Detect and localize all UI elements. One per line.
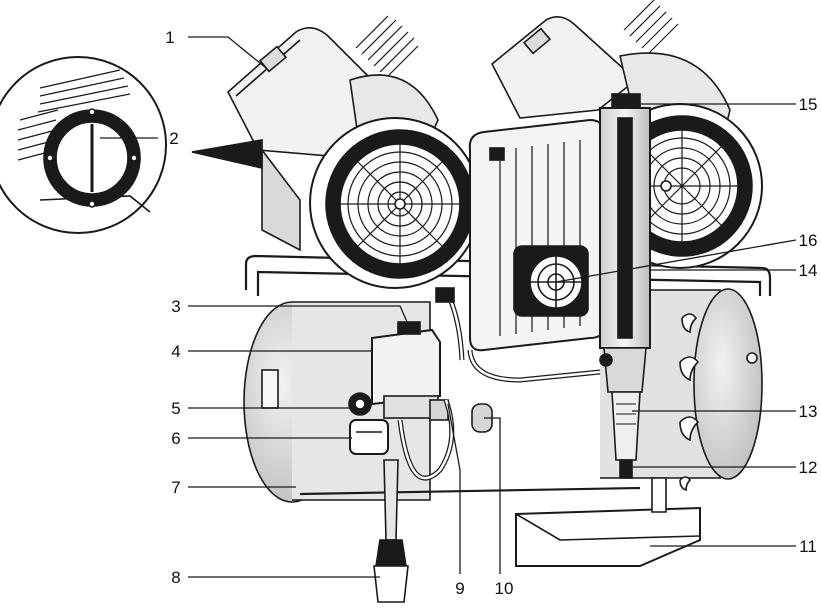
detail-magnifier: [0, 56, 263, 234]
callout-14: 14: [799, 261, 818, 280]
callout-5: 5: [171, 399, 180, 418]
callout-12: 12: [799, 458, 818, 477]
drain-assembly: [373, 459, 409, 603]
callout-3: 3: [171, 297, 180, 316]
callout-11: 11: [799, 537, 817, 556]
compressor-head-left: [227, 15, 481, 289]
cooling-fins-right: [623, 0, 679, 55]
dryer-fan-window: [513, 245, 589, 317]
callout-8: 8: [171, 568, 180, 587]
leader-10: [484, 417, 501, 574]
callout-2: 2: [169, 129, 178, 148]
filter-column: [599, 93, 651, 479]
leader-9: [447, 403, 461, 574]
pressure-gauge: [349, 419, 389, 455]
check-valve: [435, 287, 493, 433]
callout-7: 7: [171, 478, 180, 497]
callout-16: 16: [799, 231, 818, 250]
pressure-switch: [348, 321, 449, 421]
leader-3: [188, 305, 409, 325]
callout-15: 15: [799, 95, 818, 114]
leader-lines: [100, 36, 797, 578]
callout-6: 6: [171, 429, 180, 448]
callout-10: 10: [495, 579, 514, 598]
dryer-housing: [468, 118, 605, 352]
callout-numbers: 1 2 3 4 5 6 7 8 9 10 11 12 13 14 15 16: [165, 28, 817, 598]
cooling-fins-left: [355, 15, 419, 79]
leader-1: [188, 36, 267, 69]
leader-16: [555, 239, 797, 283]
detail-pointer: [191, 139, 263, 170]
callout-13: 13: [799, 402, 818, 421]
base-plate: [515, 476, 701, 567]
compressor-illustration: [0, 0, 772, 603]
callout-1: 1: [165, 28, 174, 47]
callout-4: 4: [171, 342, 180, 361]
callout-9: 9: [455, 579, 464, 598]
